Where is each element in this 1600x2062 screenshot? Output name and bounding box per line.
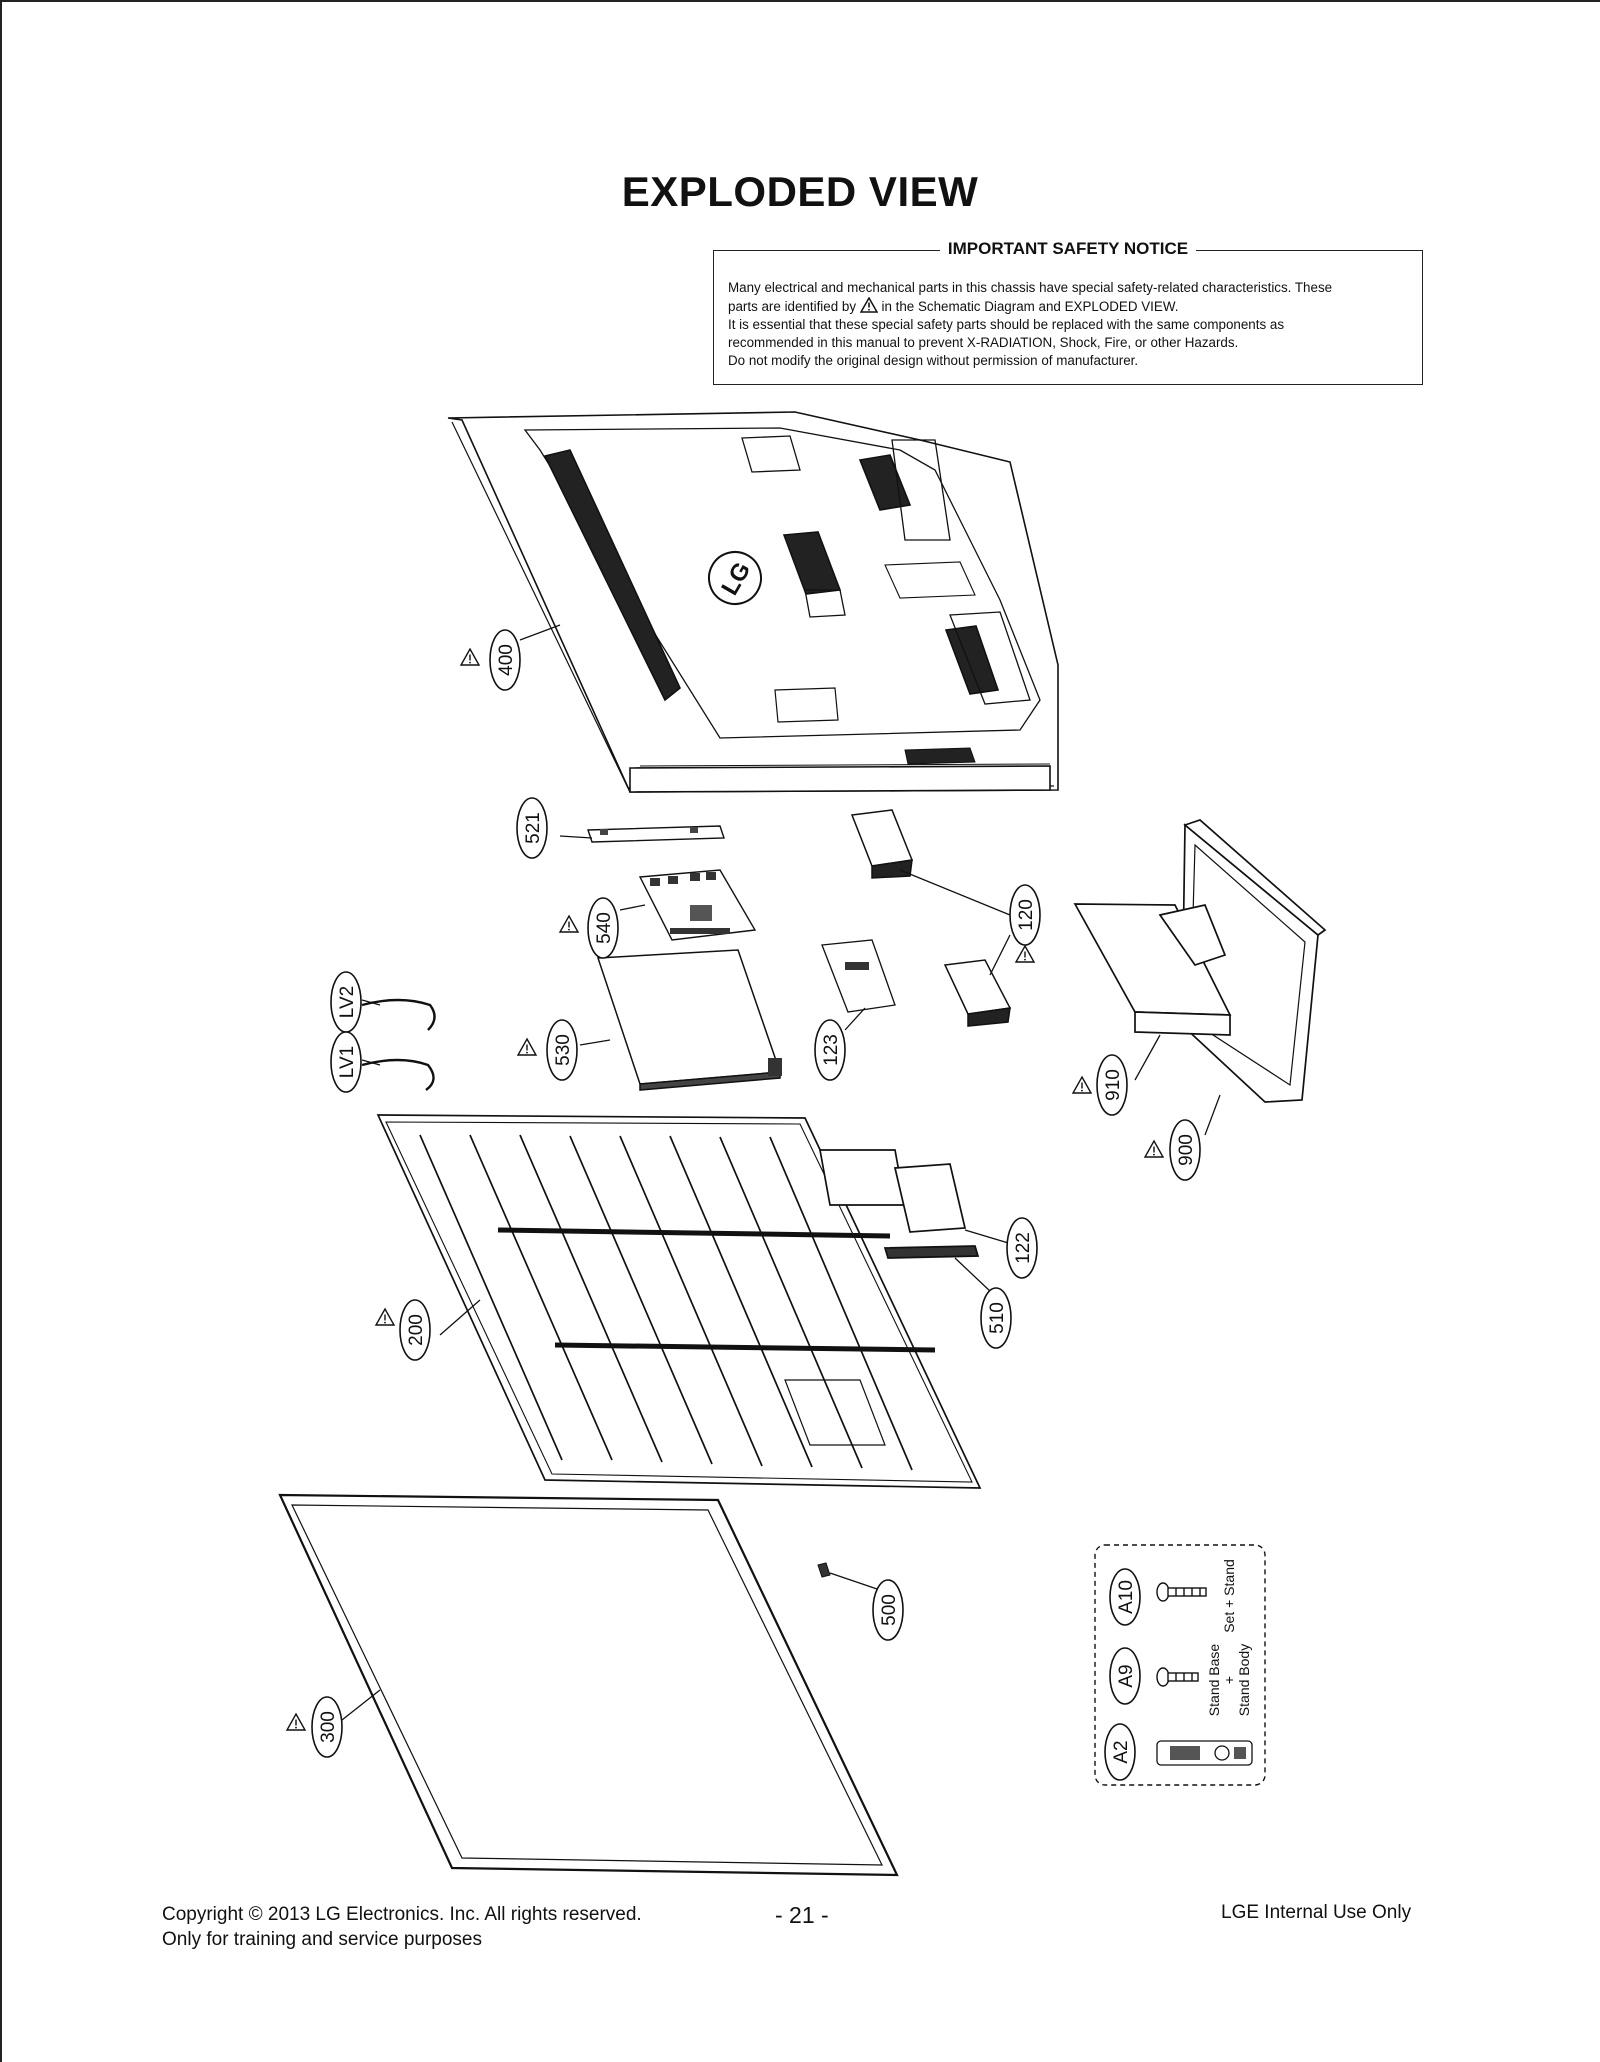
warning-icon-300 <box>286 1713 306 1731</box>
warning-triangle-icon <box>859 297 878 313</box>
remote-control-a2-icon <box>1156 1740 1253 1766</box>
notice-line-2: parts are identified by in the Schematic… <box>728 297 1408 316</box>
footer-copyright: Copyright © 2013 LG Electronics. Inc. Al… <box>162 1902 642 1952</box>
back-cover-part <box>447 411 1059 793</box>
page-title: EXPLODED VIEW <box>621 168 979 215</box>
callout-500: 500 <box>872 1579 904 1641</box>
part-521-bracket <box>587 825 725 843</box>
notice-line-5: Do not modify the original design withou… <box>728 353 1139 368</box>
a9-usage-note-1: Stand Base <box>1206 1644 1222 1717</box>
callout-300: 300 <box>311 1696 343 1758</box>
part-120-power-module <box>850 809 1012 1027</box>
callout-500-label: 500 <box>879 1594 900 1626</box>
warning-icon-400 <box>460 648 480 666</box>
notice-line-3: It is essential that these special safet… <box>728 317 1285 332</box>
page-number: - 21 - <box>775 1902 829 1928</box>
callout-900-label: 900 <box>1176 1134 1197 1166</box>
part-500-small-component <box>817 1562 831 1578</box>
callout-lv2: LV2 <box>330 971 362 1033</box>
part-300-front-frame <box>278 1493 899 1877</box>
callout-521-label: 521 <box>523 812 544 844</box>
callout-400: 400 <box>489 629 521 691</box>
screw-a10-icon <box>1156 1582 1207 1602</box>
accessory-box: A10 A9 A2 Set + Stand Stand Base + Stand… <box>1094 1544 1266 1786</box>
callout-300-label: 300 <box>318 1711 339 1743</box>
notice-line-2b: in the Schematic Diagram and EXPLODED VI… <box>881 299 1179 314</box>
callout-a9-label: A9 <box>1116 1664 1137 1687</box>
warning-icon-900 <box>1144 1140 1164 1158</box>
callout-910: 910 <box>1096 1054 1128 1116</box>
callout-a2: A2 <box>1104 1723 1136 1781</box>
a9-usage-note-3: Stand Body <box>1236 1644 1252 1716</box>
copyright-text: Copyright © 2013 LG Electronics. Inc. Al… <box>162 1904 642 1925</box>
warning-icon-200 <box>375 1308 395 1326</box>
callout-530-label: 530 <box>553 1034 574 1066</box>
part-540-main-board <box>638 869 757 941</box>
warning-icon-910 <box>1072 1076 1092 1094</box>
safety-notice-heading: IMPORTANT SAFETY NOTICE <box>939 239 1197 258</box>
callout-120-label: 120 <box>1016 899 1037 931</box>
warning-icon-540 <box>559 915 579 933</box>
callout-lv1: LV1 <box>330 1031 362 1093</box>
lv-cables <box>361 998 436 1091</box>
callout-lv2-label: LV2 <box>337 986 358 1018</box>
callout-120: 120 <box>1009 884 1041 946</box>
callout-123: 123 <box>814 1019 846 1081</box>
callout-530: 530 <box>546 1019 578 1081</box>
safety-notice-box: IMPORTANT SAFETY NOTICE Many electrical … <box>713 239 1423 385</box>
callout-900: 900 <box>1169 1119 1201 1181</box>
a9-usage-note-2: + <box>1221 1676 1237 1684</box>
callout-a10: A10 <box>1109 1568 1141 1626</box>
callout-521: 521 <box>516 797 548 859</box>
callout-510-label: 510 <box>987 1302 1008 1334</box>
a10-usage-note: Set + Stand <box>1221 1559 1237 1633</box>
callout-400-label: 400 <box>496 644 517 676</box>
purpose-text: Only for training and service purposes <box>162 1929 482 1950</box>
callout-a2-label: A2 <box>1111 1740 1132 1763</box>
callout-200: 200 <box>399 1299 431 1361</box>
callout-lv1-label: LV1 <box>337 1046 358 1078</box>
notice-line-2a: parts are identified by <box>728 299 857 314</box>
callout-123-label: 123 <box>821 1034 842 1066</box>
part-530-power-board <box>596 949 782 1091</box>
internal-use-label: LGE Internal Use Only <box>1221 1902 1412 1923</box>
notice-line-1: Many electrical and mechanical parts in … <box>728 280 1333 295</box>
safety-notice-text: Many electrical and mechanical parts in … <box>728 279 1408 370</box>
part-200-chassis <box>376 1114 982 1489</box>
callout-122-label: 122 <box>1013 1232 1034 1264</box>
screw-a9-icon <box>1156 1667 1199 1687</box>
callout-910-label: 910 <box>1103 1069 1124 1101</box>
callout-a10-label: A10 <box>1116 1580 1137 1614</box>
stand-part <box>1073 819 1327 1103</box>
callout-a9: A9 <box>1109 1647 1141 1705</box>
part-123-bracket <box>821 939 896 1013</box>
callout-200-label: 200 <box>406 1314 427 1346</box>
callout-122: 122 <box>1006 1217 1038 1279</box>
callout-510: 510 <box>980 1287 1012 1349</box>
notice-line-4: recommended in this manual to prevent X-… <box>728 335 1239 350</box>
warning-icon-530 <box>517 1038 537 1056</box>
callout-540: 540 <box>587 897 619 959</box>
warning-icon-120 <box>1015 945 1035 963</box>
callout-540-label: 540 <box>594 912 615 944</box>
